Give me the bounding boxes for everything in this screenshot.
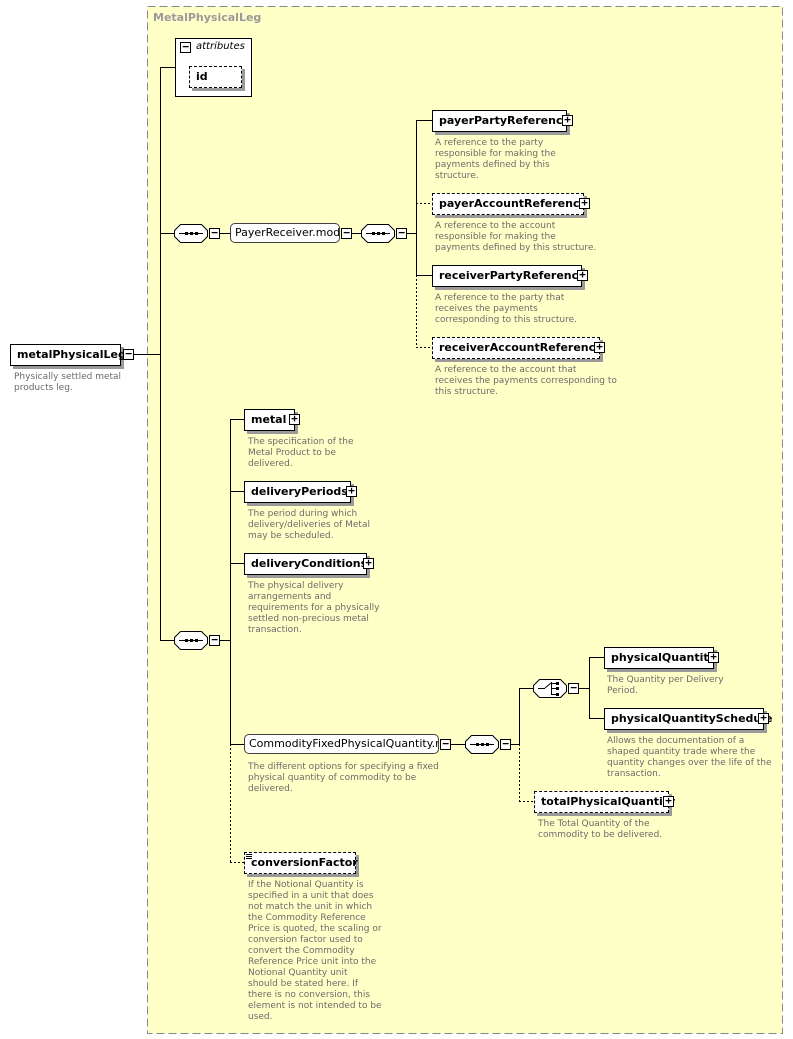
expand-icon[interactable]: +	[562, 114, 573, 126]
collapse-icon[interactable]: −	[568, 682, 579, 694]
element-label: receiverAccountReference	[439, 341, 603, 354]
commodity-fixed-physical-quantity-group[interactable]: CommodityFixedPhysicalQuantity.mo...	[244, 734, 439, 754]
conversion-factor-element[interactable]: conversionFactor	[244, 852, 358, 874]
element-doc: A reference to the account responsible f…	[435, 221, 597, 253]
sequence-compositor-payer	[361, 224, 395, 243]
payer-receiver-group-label: PayerReceiver.model	[235, 226, 340, 239]
element-label: receiverPartyReference	[439, 269, 586, 282]
payer-receiver-group[interactable]: PayerReceiver.model	[230, 223, 340, 243]
container-title: MetalPhysicalLeg	[153, 11, 262, 24]
element-doc: The Total Quantity of the commodity to b…	[538, 819, 663, 840]
expand-icon[interactable]: +	[363, 557, 374, 569]
collapse-icon[interactable]: −	[123, 348, 134, 360]
element-doc: The specification of the Metal Product t…	[248, 437, 354, 469]
root-doc: Physically settled metal products leg.	[14, 372, 122, 393]
element-doc: A reference to the account that receives…	[435, 365, 617, 397]
element-label: deliveryConditions	[251, 557, 368, 570]
delivery-periods-element[interactable]: deliveryPeriods	[244, 481, 351, 503]
element-label: physicalQuantity	[611, 651, 716, 664]
receiver-party-reference-element[interactable]: receiverPartyReference	[432, 265, 586, 287]
payer-party-reference-element[interactable]: payerPartyReference	[432, 110, 570, 132]
group-doc: The different options for specifying a f…	[248, 762, 439, 794]
sequence-compositor-quantity	[465, 735, 499, 754]
element-doc: The period during which delivery/deliver…	[248, 509, 370, 541]
collapse-icon[interactable]: −	[396, 227, 407, 239]
expand-icon[interactable]: +	[289, 413, 300, 425]
metal-element[interactable]: metal	[244, 409, 295, 431]
collapse-icon[interactable]: −	[209, 227, 220, 239]
attributes-title: attributes	[196, 41, 245, 52]
payer-account-reference-element[interactable]: payerAccountReference	[432, 193, 587, 215]
collapse-icon[interactable]: −	[180, 41, 191, 53]
element-doc: If the Notional Quantity is specified in…	[248, 880, 382, 1022]
attribute-id[interactable]: id	[189, 66, 242, 88]
expand-icon[interactable]: +	[579, 197, 590, 209]
collapse-icon[interactable]: −	[209, 634, 220, 646]
element-label: totalPhysicalQuantity	[541, 795, 676, 808]
root-element-label: metalPhysicalLeg	[17, 348, 126, 361]
element-label: deliveryPeriods	[251, 485, 348, 498]
delivery-conditions-element[interactable]: deliveryConditions	[244, 553, 367, 575]
element-label: metal	[251, 413, 287, 426]
expand-icon[interactable]: +	[577, 269, 588, 281]
element-label: payerAccountReference	[439, 197, 587, 210]
expand-icon[interactable]: +	[346, 485, 357, 497]
expand-icon[interactable]: +	[594, 341, 605, 353]
element-doc: Allows the documentation of a shaped qua…	[607, 736, 772, 779]
expand-icon[interactable]: +	[663, 795, 674, 807]
element-doc: The physical delivery arrangements and r…	[248, 581, 380, 635]
expand-icon[interactable]: +	[708, 651, 719, 663]
element-label: physicalQuantitySchedule	[611, 712, 773, 725]
element-doc: The Quantity per Delivery Period.	[607, 675, 724, 696]
expand-icon[interactable]: +	[758, 712, 769, 724]
element-doc: A reference to the party responsible for…	[435, 138, 556, 181]
choice-compositor	[533, 679, 567, 698]
sequence-compositor-bottom	[174, 631, 208, 650]
collapse-icon[interactable]: −	[440, 738, 451, 750]
connectors	[134, 67, 604, 863]
collapse-icon[interactable]: −	[500, 738, 511, 750]
collapse-icon[interactable]: −	[341, 227, 352, 239]
physical-quantity-schedule-element[interactable]: physicalQuantitySchedule	[604, 708, 772, 730]
physical-quantity-element[interactable]: physicalQuantity	[604, 647, 716, 669]
element-doc: A reference to the party that receives t…	[435, 293, 578, 325]
root-element[interactable]: metalPhysicalLeg	[10, 344, 126, 366]
element-label: payerPartyReference	[439, 114, 570, 127]
sequence-compositor-top	[174, 224, 208, 243]
group-label: CommodityFixedPhysicalQuantity.mo...	[249, 737, 438, 750]
element-label: conversionFactor	[251, 856, 358, 869]
receiver-account-reference-element[interactable]: receiverAccountReference	[432, 337, 603, 359]
total-physical-quantity-element[interactable]: totalPhysicalQuantity	[534, 791, 675, 813]
